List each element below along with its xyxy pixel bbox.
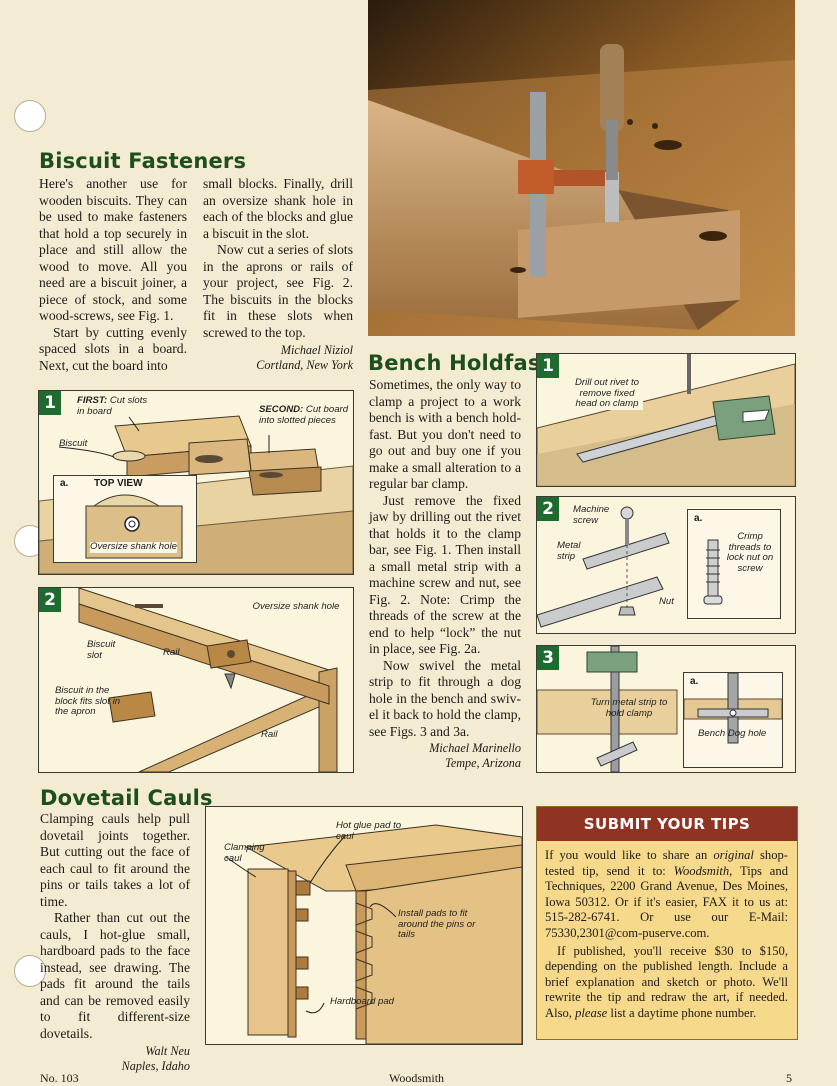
dovetail-caul-label: Clamping caul xyxy=(224,842,265,864)
figure-number: 2 xyxy=(39,588,61,612)
holdfast-fig3-turn-label: Turn metal strip to hold clamp xyxy=(590,697,668,719)
dovetail-title: Dovetail Cauls xyxy=(40,786,213,810)
binder-hole xyxy=(14,955,46,987)
dovetail-install-label: Install pads to fit around the pins or t… xyxy=(398,908,476,940)
fig2-rail-label: Rail xyxy=(163,647,180,658)
biscuit-col1: Here's another use for wooden biscuits. … xyxy=(39,176,187,374)
holdfast-title: Bench Holdfast xyxy=(368,351,551,375)
binder-hole xyxy=(14,100,46,132)
holdfast-p3: Now swivel the metal strip to fit throug… xyxy=(369,657,521,739)
holdfast-figure-1: 1 Drill out rivet to remove fixed head o… xyxy=(536,353,796,487)
fig1-top-view-inset: a. TOP VIEW Oversize shank hole xyxy=(53,475,197,563)
biscuit-author: Michael Niziol xyxy=(280,343,353,357)
biscuit-col2-p1: small blocks. Finally, drill an oversize… xyxy=(203,176,353,241)
figure-number: 1 xyxy=(537,354,559,378)
submit-tips-p1: If you would like to share an original s… xyxy=(545,848,788,940)
submit-tips-heading: SUBMIT YOUR TIPS xyxy=(537,807,797,841)
footer-magazine: Woodsmith xyxy=(389,1071,445,1085)
holdfast-fig3-inset: a. Bench Dog hole xyxy=(683,672,783,768)
figure-number: 1 xyxy=(39,391,61,415)
dovetail-figure: Clamping caul Hot glue pad to caul Insta… xyxy=(205,806,523,1045)
holdfast-fig2-nut-label: Nut xyxy=(659,596,674,607)
holdfast-fig2-inset: a. Crimp threads to lock nut on screw xyxy=(687,509,781,619)
holdfast-fig3-sub-letter: a. xyxy=(690,676,699,687)
fig2-block-label: Biscuit in the block fits slot in the ap… xyxy=(55,685,121,717)
fig1-top-view-title: TOP VIEW xyxy=(94,478,143,489)
holdfast-fig1-drill-label: Drill out rivet to remove fixed head on … xyxy=(571,377,643,410)
holdfast-author: Michael Marinello xyxy=(429,741,521,755)
dovetail-glue-label: Hot glue pad to caul xyxy=(336,820,402,842)
holdfast-fig2-crimp-label: Crimp threads to lock nut on screw xyxy=(726,531,774,574)
holdfast-fig2-strip-label: Metal strip xyxy=(557,540,581,562)
biscuit-location: Cortland, New York xyxy=(256,358,353,372)
footer-issue: No. 103 xyxy=(40,1071,79,1085)
fig1-sub-letter: a. xyxy=(60,478,69,489)
dovetail-p2: Rather than cut out the cauls, I hot-glu… xyxy=(40,910,190,1041)
biscuit-col1-p2: Start by cutting evenly spaced slots in … xyxy=(39,324,187,373)
dovetail-location: Naples, Idaho xyxy=(121,1059,190,1073)
dovetail-hardboard-label: Hardboard pad xyxy=(330,996,395,1007)
biscuit-col2: small blocks. Finally, drill an oversize… xyxy=(203,176,353,373)
holdfast-fig3-dog-label: Bench Dog hole xyxy=(698,728,767,739)
holdfast-body: Sometimes, the only way to clamp a proje… xyxy=(369,377,521,771)
holdfast-figure-3: 3 Turn metal strip to hold clamp a. Benc… xyxy=(536,645,796,773)
dovetail-author: Walt Neu xyxy=(145,1044,190,1058)
holdfast-location: Tempe, Arizona xyxy=(445,756,521,770)
footer-page-number: 5 xyxy=(786,1071,792,1085)
clamp-photo xyxy=(368,0,795,336)
submit-tips-box: SUBMIT YOUR TIPS If you would like to sh… xyxy=(536,806,798,1040)
fig1-first-label: FIRST: Cut slots in board xyxy=(77,395,148,417)
figure-number: 3 xyxy=(537,646,559,670)
figure-number: 2 xyxy=(537,497,559,521)
submit-tips-p2: If published, you'll receive $30 to $150… xyxy=(545,943,788,1020)
fig2-slot-label: Biscuit slot xyxy=(87,639,116,661)
holdfast-p1: Sometimes, the only way to clamp a proje… xyxy=(369,377,521,491)
holdfast-p2: Just remove the fixed jaw by drilling ou… xyxy=(369,492,521,657)
fig1-second-label: SECOND: Cut board into slotted pieces xyxy=(259,404,349,426)
fig1-biscuit-label: Biscuit xyxy=(59,438,88,449)
fig2-shank-label: Oversize shank hole xyxy=(252,601,340,612)
fig1-shank-label: Oversize shank hole xyxy=(90,541,177,553)
holdfast-figure-2: 2 Machine screw Metal strip Nut a. Crimp… xyxy=(536,496,796,634)
biscuit-title: Biscuit Fasteners xyxy=(39,149,247,173)
biscuit-col1-p1: Here's another use for wooden biscuits. … xyxy=(39,176,187,323)
biscuit-figure-2: 2 Oversize shank hole Biscuit slot Rail … xyxy=(38,587,354,773)
holdfast-fig2-sub-letter: a. xyxy=(694,513,703,524)
dovetail-p1: Clamping cauls help pull dovetail joints… xyxy=(40,811,190,909)
biscuit-col2-p2: Now cut a series of slots in the aprons … xyxy=(203,242,353,340)
dovetail-body: Clamping cauls help pull dovetail joints… xyxy=(40,811,190,1074)
holdfast-fig2-screw-label: Machine screw xyxy=(573,504,610,526)
biscuit-figure-1: 1 FIRST: Cut slots in board SECOND: Cut … xyxy=(38,390,354,575)
fig2-rail-label-2: Rail xyxy=(261,729,278,740)
